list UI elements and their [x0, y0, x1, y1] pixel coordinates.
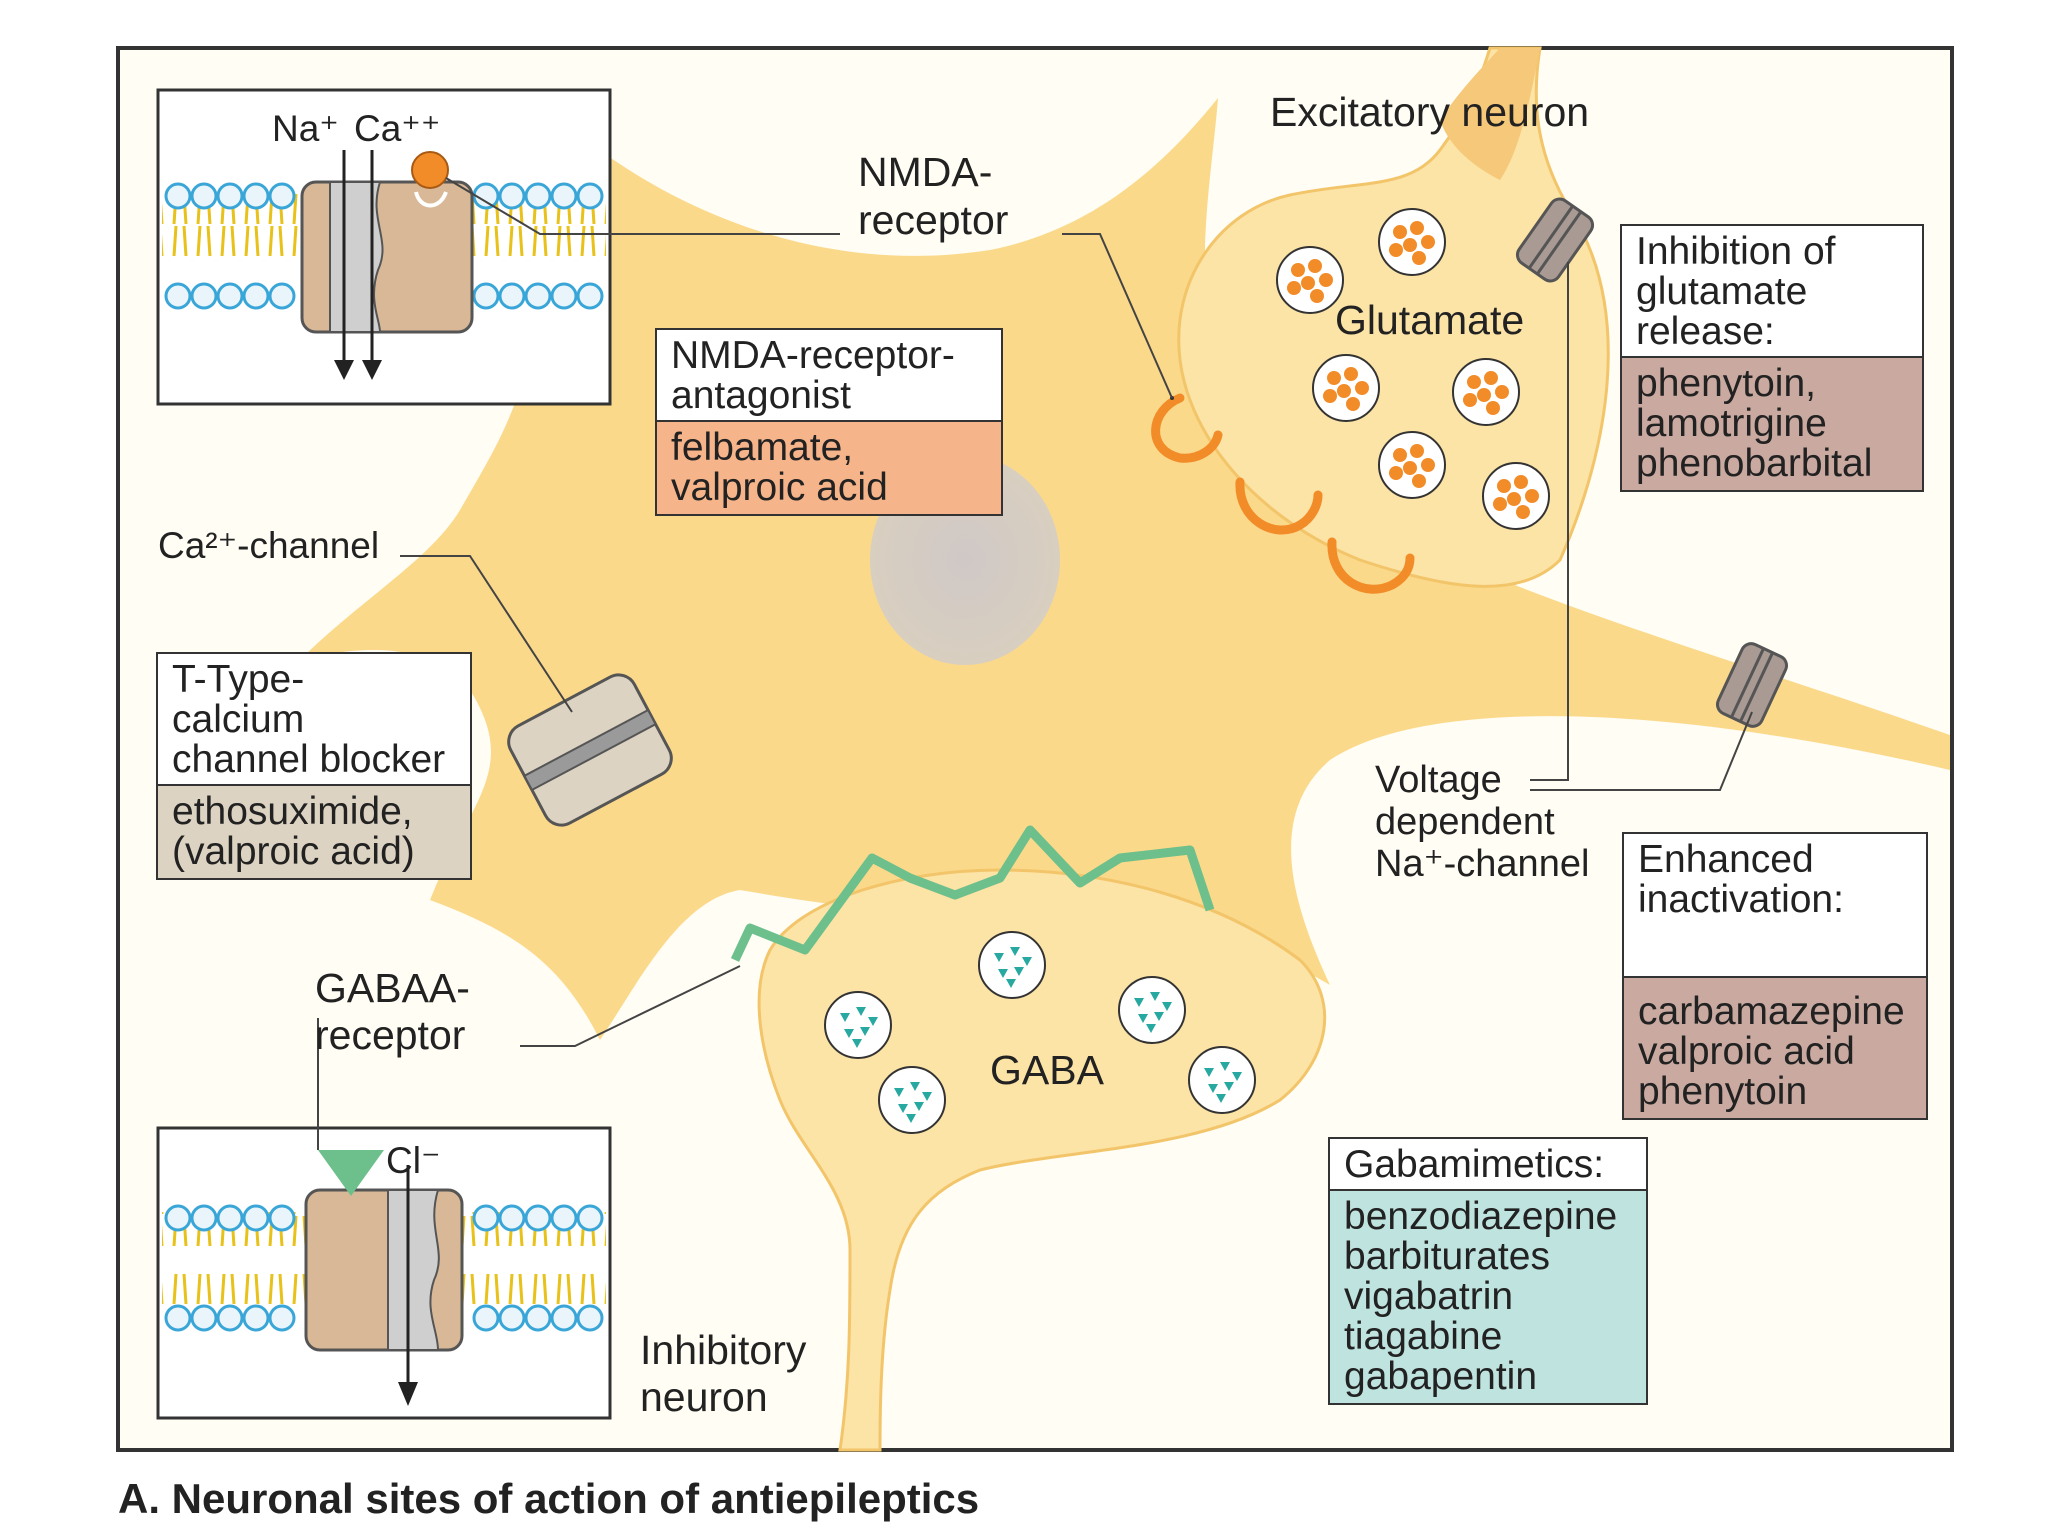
gaba-vesicle	[1118, 976, 1186, 1044]
drug-name: tiagabine	[1344, 1315, 1503, 1358]
glutamate-vesicle	[1378, 208, 1446, 276]
na-channel-axon	[1715, 642, 1789, 728]
drug-name: ethosuximide,	[172, 790, 413, 833]
gaba-receptor-leader	[520, 965, 741, 1047]
leader-lines	[317, 177, 1753, 1150]
gaba-vesicles	[824, 931, 1256, 1134]
nmda-inset-leader	[445, 177, 840, 235]
voltage-dependent-label-3: Na⁺-channel	[1375, 843, 1590, 885]
gabamimetics-box-head: Gabamimetics:	[1330, 1139, 1646, 1189]
enhanced-inactivation-box: Enhanced inactivation: carbamazepine val…	[1622, 832, 1928, 1120]
box-line: NMDA-receptor-	[671, 334, 955, 377]
box-line: Enhanced	[1638, 838, 1814, 881]
ca-channel-leader	[400, 555, 573, 713]
ion-ca-label: Ca⁺⁺	[354, 108, 441, 149]
voltage-dependent-label-1: Voltage	[1375, 759, 1502, 801]
gabamimetics-box: Gabamimetics: benzodiazepine barbiturate…	[1328, 1137, 1648, 1405]
ion-cl-label: Cl⁻	[386, 1140, 441, 1181]
nmda-receptor-1	[1151, 393, 1223, 463]
drug-name: lamotrigine	[1636, 402, 1827, 445]
gaba-a-receptors	[730, 825, 1215, 962]
nmda-antagonist-box-head: NMDA-receptor- antagonist	[657, 330, 1001, 420]
excitatory-terminal	[1177, 46, 1610, 588]
drug-name: benzodiazepine	[1344, 1195, 1618, 1238]
glutamate-vesicle	[1378, 431, 1446, 499]
glutamate-vesicle	[1312, 354, 1380, 422]
box-line: Gabamimetics:	[1344, 1143, 1605, 1186]
figure-caption: A. Neuronal sites of action of antiepile…	[118, 1475, 980, 1522]
box-line: release:	[1636, 310, 1775, 353]
nmda-receptor-3	[1327, 537, 1415, 594]
gaba-vesicle	[824, 991, 892, 1059]
t-type-blocker-box: T-Type- calcium channel blocker ethosuxi…	[156, 652, 472, 880]
box-line: channel blocker	[172, 738, 446, 781]
enhanced-inactivation-box-body: carbamazepine valproic acid phenytoin	[1624, 976, 1926, 1118]
gaba-vesicle	[878, 1066, 946, 1134]
glutamate-binding-ligand	[411, 151, 449, 189]
glutamate-release-box: Inhibition of glutamate release: phenyto…	[1620, 224, 1924, 492]
glutamate-vesicle	[1482, 462, 1550, 530]
glutamate-vesicles	[1276, 208, 1550, 530]
gaba-binding-ligand	[318, 1150, 384, 1196]
t-type-blocker-box-head: T-Type- calcium channel blocker	[158, 654, 470, 784]
nmda-receptors	[1151, 393, 1415, 594]
nmda-antagonist-box-body: felbamate, valproic acid	[657, 420, 1001, 514]
inhibitory-neuron-label-2: neuron	[640, 1374, 768, 1420]
gaba-a-receptor-label-1: GABAA-	[315, 965, 470, 1011]
box-line: Inhibition of	[1636, 230, 1836, 273]
glutamate-release-box-body: phenytoin, lamotrigine phenobarbital	[1622, 356, 1922, 490]
gaba-vesicle	[978, 931, 1046, 999]
drug-name: carbamazepine	[1638, 990, 1905, 1033]
glutamate-vesicle	[1276, 246, 1344, 314]
drug-name: valproic acid	[671, 466, 888, 509]
box-line: antagonist	[671, 374, 851, 417]
enhanced-inactivation-box-head: Enhanced inactivation:	[1624, 834, 1926, 976]
inhibitory-neuron-label-1: Inhibitory	[640, 1327, 807, 1373]
nmda-receptor-label-2: receptor	[858, 197, 1009, 243]
drug-name: gabapentin	[1344, 1355, 1538, 1398]
box-line: inactivation:	[1638, 878, 1844, 921]
na-channel-presynaptic	[1515, 197, 1595, 283]
excitatory-axon	[1440, 48, 1540, 180]
drug-name: felbamate,	[671, 426, 854, 469]
box-line: glutamate	[1636, 270, 1808, 313]
nmda-receptor-leader	[1062, 233, 1173, 399]
nmda-receptor-2	[1235, 477, 1323, 535]
drug-name: valproic acid	[1638, 1030, 1855, 1073]
na-axon-leader	[1530, 711, 1753, 791]
drug-name: phenobarbital	[1636, 442, 1873, 485]
box-line: T-Type-	[172, 658, 305, 701]
gaba-vesicle	[1188, 1046, 1256, 1114]
drug-name: phenytoin,	[1636, 362, 1816, 405]
excitatory-neuron-label: Excitatory neuron	[1270, 89, 1590, 135]
gaba-label: GABA	[990, 1047, 1104, 1093]
ca-channel-label: Ca²⁺-channel	[158, 525, 380, 566]
nmda-receptor-label-1: NMDA-	[858, 149, 993, 195]
gabamimetics-box-body: benzodiazepine barbiturates vigabatrin t…	[1330, 1189, 1646, 1403]
drug-name: phenytoin	[1638, 1070, 1808, 1113]
voltage-dependent-label-2: dependent	[1375, 801, 1555, 843]
drug-name: barbiturates	[1344, 1235, 1550, 1278]
glutamate-vesicle	[1452, 358, 1520, 426]
t-type-blocker-box-body: ethosuximide, (valproic acid)	[158, 784, 470, 878]
nmda-antagonist-box: NMDA-receptor- antagonist felbamate, val…	[655, 328, 1003, 516]
drug-name: (valproic acid)	[172, 830, 415, 873]
drug-name: vigabatrin	[1344, 1275, 1514, 1318]
glutamate-label: Glutamate	[1335, 297, 1525, 343]
inset-gaba-membrane	[156, 1126, 612, 1420]
ion-na-label: Na⁺	[272, 108, 339, 149]
gaba-a-receptor-label-2: receptor	[315, 1012, 466, 1058]
glutamate-release-box-head: Inhibition of glutamate release:	[1622, 226, 1922, 356]
na-presynaptic-leader	[1530, 262, 1569, 781]
inset-nmda-membrane	[156, 88, 612, 406]
box-line: calcium	[172, 698, 305, 741]
